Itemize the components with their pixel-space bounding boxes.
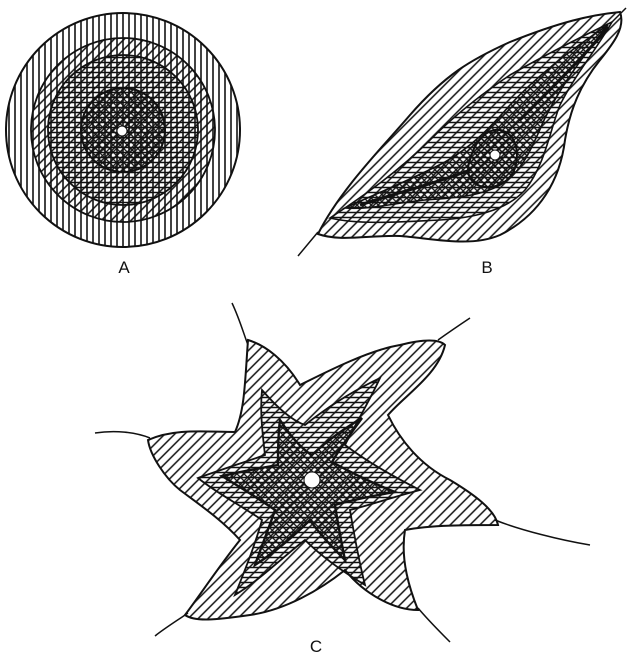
panel-c-center-point (304, 472, 320, 488)
panel-b-diagram (298, 8, 626, 256)
panel-b-label: B (481, 258, 492, 277)
panel-b-tail-line (298, 232, 318, 256)
panel-c-label: C (310, 637, 322, 656)
panel-a-diagram (6, 13, 240, 247)
panel-a-center-point (117, 126, 127, 136)
panel-b-center-point (490, 150, 500, 160)
panel-a-label: A (118, 258, 130, 277)
panel-c-diagram (95, 303, 590, 642)
